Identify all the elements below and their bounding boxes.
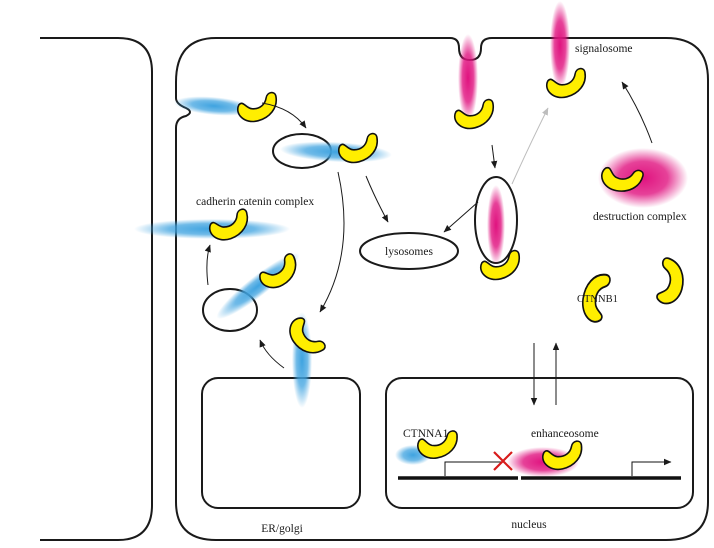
- arrow-vesicle-to-signalosome: [511, 107, 549, 185]
- arrow-vesicle-to-lysosome: [365, 175, 389, 223]
- arrow-wnt-vesicle-to-lysosome: [443, 201, 479, 233]
- arrow-wnt-to-vesicle: [490, 144, 498, 169]
- ctnnb1-label: CTNNB1: [577, 294, 618, 305]
- arrow-junction-to-vesicle: [261, 102, 307, 129]
- catenin-free-cytosol: [649, 255, 691, 309]
- ctnna1-label: CTNNA1: [403, 428, 449, 440]
- arrow-er-to-recycling: [259, 339, 285, 369]
- destruction-complex-label: destruction complex: [593, 211, 687, 223]
- nucleus-label: nucleus: [511, 519, 547, 531]
- wnt-in-vesicle: [487, 185, 505, 265]
- promoter-active-arrow: [631, 458, 672, 476]
- wnt-receptor-membrane: [458, 34, 478, 122]
- signalosome-label: signalosome: [575, 43, 633, 55]
- cadherin-catenin-complex-label: cadherin catenin complex: [196, 196, 314, 208]
- neighbor-cell-outline: [40, 37, 153, 541]
- promoter-repressed: [444, 461, 504, 476]
- catenin-at-junction: [234, 91, 281, 125]
- enhanceosome-label: enhanceosome: [531, 428, 599, 440]
- catenin-enhanceosome: [540, 439, 586, 473]
- arrow-destruction-to-signalosome: [621, 81, 653, 144]
- lysosomes-label: lysosomes: [385, 246, 433, 258]
- recycling-vesicle: [202, 288, 258, 332]
- wnt-signalosome: [550, 1, 570, 89]
- nucleus-compartment: [385, 377, 694, 509]
- lysosome: [359, 232, 459, 270]
- repression-x-mark: [493, 451, 513, 471]
- cadherin-recycling: [216, 253, 300, 319]
- main-cell-membrane: [175, 37, 709, 541]
- arrow-vesicle-to-er: [319, 171, 345, 313]
- er-golgi-compartment: [201, 377, 361, 509]
- arrow-recycling-to-junction: [204, 244, 211, 286]
- er-golgi-label: ER/golgi: [261, 523, 303, 535]
- cadherin-membrane-junction: [174, 96, 254, 116]
